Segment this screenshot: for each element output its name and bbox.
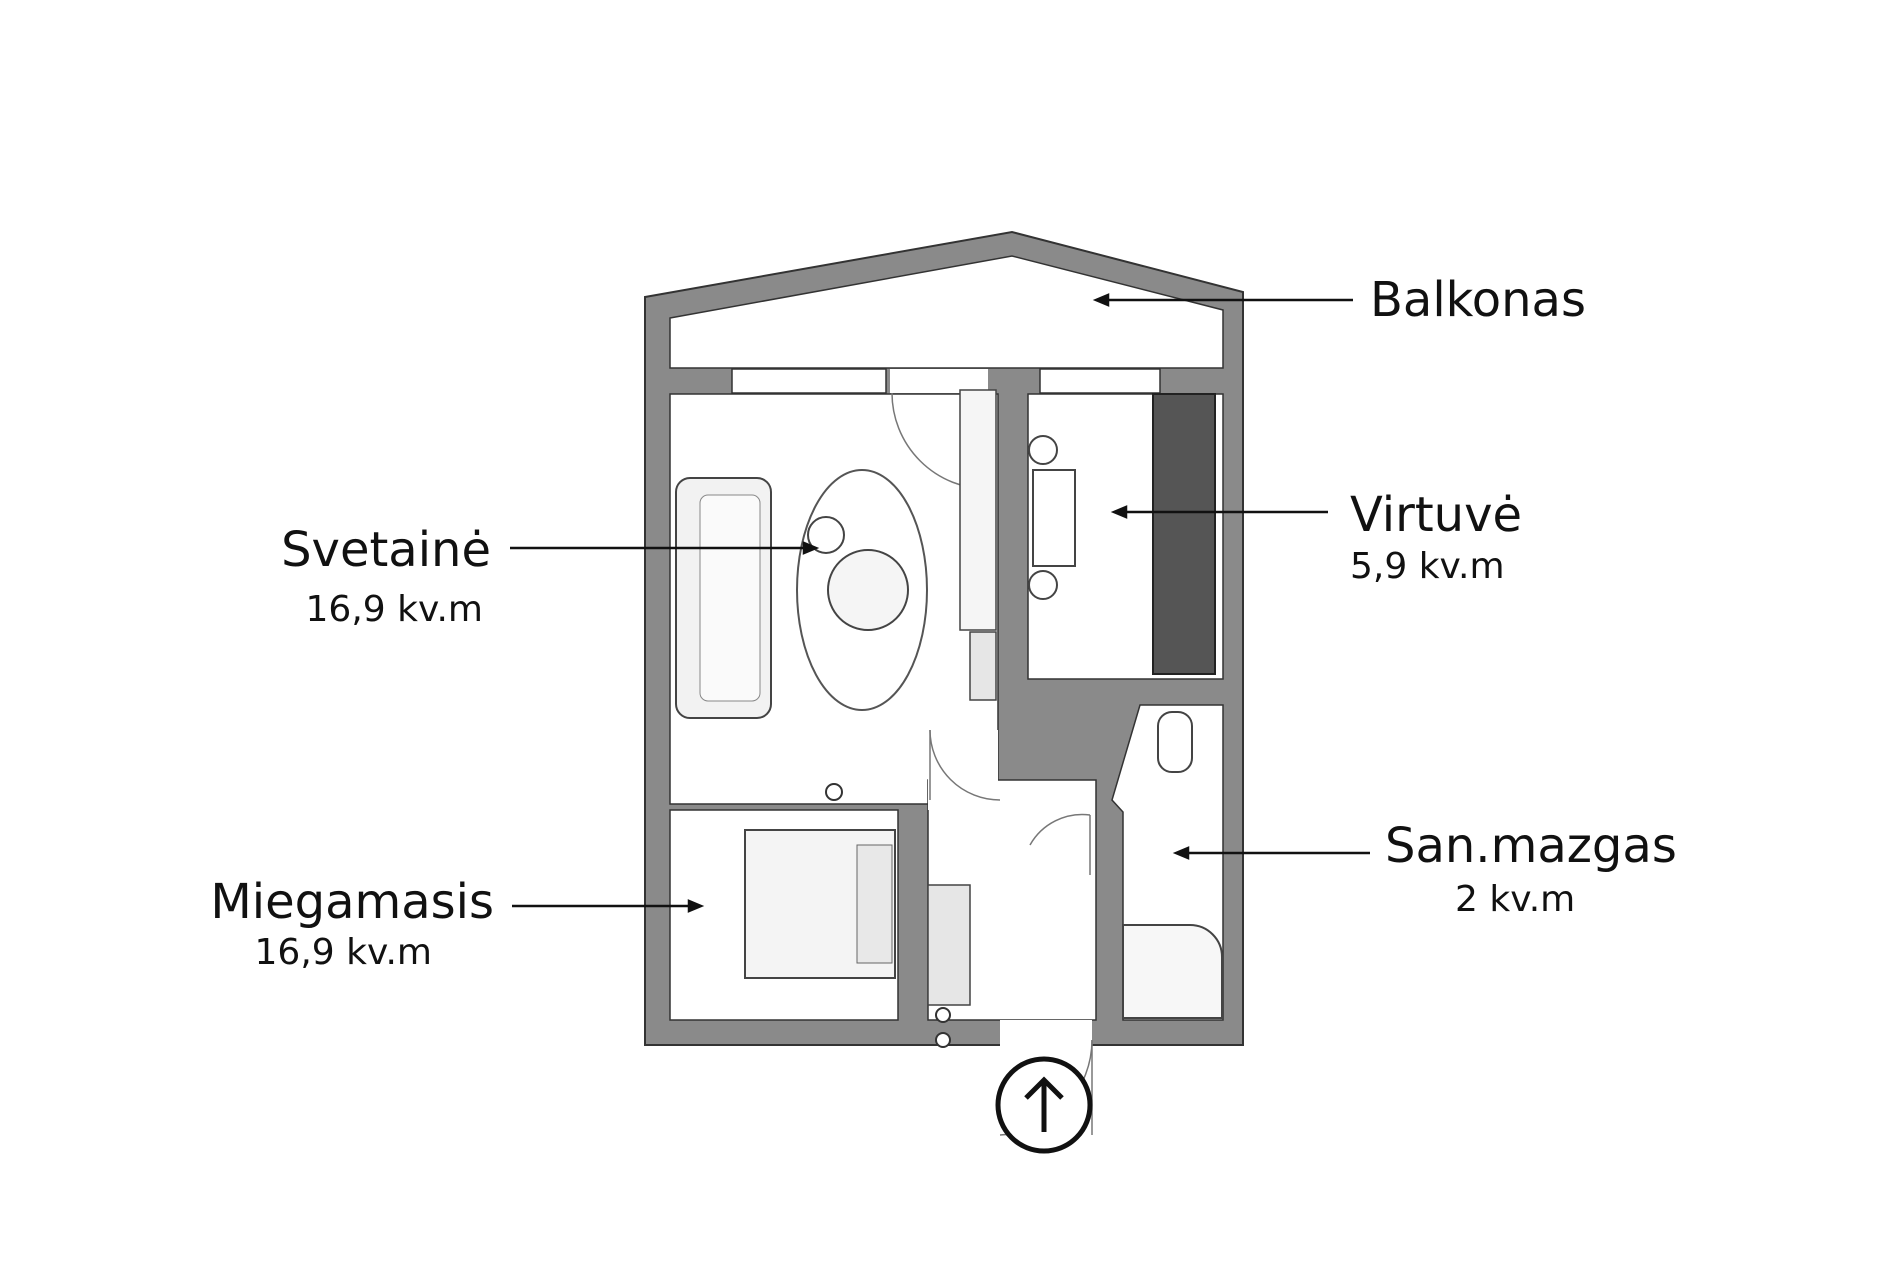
hall-door-swing — [929, 729, 1001, 801]
tv-console — [959, 389, 997, 631]
shower — [1122, 924, 1223, 1019]
leader-lines — [510, 293, 1370, 913]
balcony-floor — [669, 255, 1224, 369]
kitchen-area: 5,9 kv.m — [1350, 546, 1505, 587]
labels: Balkonas Virtuvė 5,9 kv.m Svetainė 16,9 … — [210, 272, 1677, 973]
pillows — [856, 844, 893, 964]
hallway-upper — [928, 730, 998, 810]
tv-shelf — [969, 631, 997, 701]
wall-end-knob — [825, 783, 843, 801]
chair-top — [1028, 435, 1058, 465]
toilet — [1157, 711, 1193, 773]
entrance-gap — [1000, 1020, 1092, 1046]
balcony-door-gap — [890, 369, 988, 393]
hall-shelf — [927, 884, 971, 1006]
bath-door-swing — [1029, 813, 1091, 846]
bedroom-area: 16,9 kv.m — [255, 932, 432, 973]
kitchen-counter — [1152, 393, 1216, 675]
chair-bottom — [1028, 570, 1058, 600]
window-kitchen — [1039, 368, 1161, 394]
coat-hook-1 — [935, 1007, 951, 1023]
living-name: Svetainė — [281, 522, 491, 578]
side-table — [807, 516, 845, 554]
kitchen-name: Virtuvė — [1350, 487, 1522, 543]
sofa-seat — [699, 494, 761, 702]
coffee-table — [827, 549, 909, 631]
living-area: 16,9 kv.m — [306, 589, 483, 630]
dining-table — [1032, 469, 1076, 567]
bathroom-area: 2 kv.m — [1455, 879, 1575, 920]
balcony-name: Balkonas — [1370, 272, 1586, 328]
kitchen-furniture — [1028, 393, 1216, 675]
bedroom-furniture — [744, 783, 971, 1048]
coat-hook-2 — [935, 1032, 951, 1048]
living-furniture — [675, 389, 997, 719]
bathroom-name: San.mazgas — [1385, 818, 1677, 874]
bedroom-name: Miegamasis — [210, 874, 494, 930]
arrow-up-circle-icon — [995, 1056, 1093, 1154]
window-living — [731, 368, 887, 394]
bathroom-fixtures — [1122, 711, 1223, 1019]
